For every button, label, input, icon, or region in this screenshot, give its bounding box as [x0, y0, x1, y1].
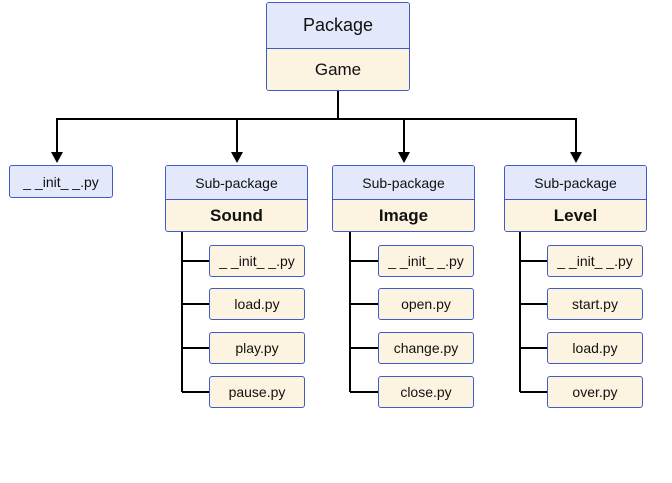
subpackage-name-level: Level — [505, 200, 646, 231]
file-item: _ _init_ _.py — [378, 245, 474, 277]
file-item: change.py — [378, 332, 474, 364]
subpackage-name-image: Image — [333, 200, 474, 231]
file-item: load.py — [209, 288, 305, 320]
file-item: pause.py — [209, 376, 305, 408]
subpackage-header-image: Sub-package — [333, 166, 474, 200]
file-item: _ _init_ _.py — [209, 245, 305, 277]
file-item: start.py — [547, 288, 643, 320]
file-item: _ _init_ _.py — [547, 245, 643, 277]
root-package-name: Game — [267, 49, 409, 90]
subpackage-box-image: Sub-package Image — [332, 165, 475, 232]
root-package-header: Package — [267, 3, 409, 49]
top-init-file: _ _init_ _.py — [9, 165, 113, 198]
file-item: play.py — [209, 332, 305, 364]
file-item: over.py — [547, 376, 643, 408]
arrowhead-image — [398, 152, 410, 163]
arrowhead-level — [570, 152, 582, 163]
file-item: load.py — [547, 332, 643, 364]
file-item: open.py — [378, 288, 474, 320]
arrowhead-sound — [231, 152, 243, 163]
arrowhead-init — [51, 152, 63, 163]
subpackage-header-sound: Sub-package — [166, 166, 307, 200]
file-item: close.py — [378, 376, 474, 408]
subpackage-box-sound: Sub-package Sound — [165, 165, 308, 232]
subpackage-box-level: Sub-package Level — [504, 165, 647, 232]
subpackage-name-sound: Sound — [166, 200, 307, 231]
root-package-box: Package Game — [266, 2, 410, 91]
subpackage-header-level: Sub-package — [505, 166, 646, 200]
